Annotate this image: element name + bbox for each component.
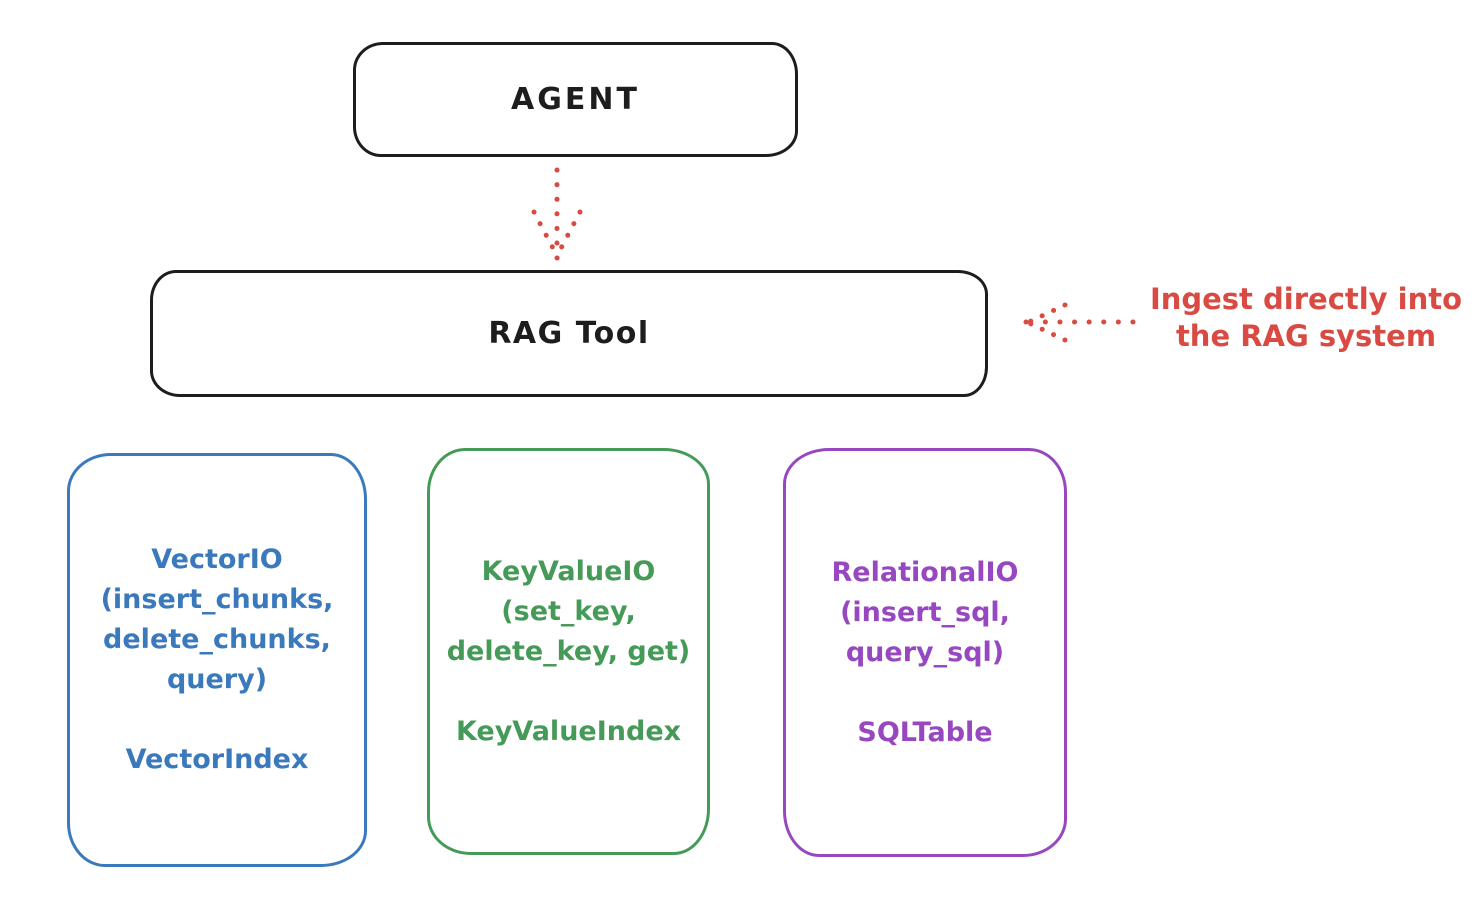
- vector-io-node: VectorIO (insert_chunks, delete_chunks, …: [67, 453, 367, 867]
- annotation-to-ragtool-arrow-icon: [1023, 302, 1136, 343]
- vector-io-methods-line: (insert_chunks,: [100, 584, 334, 615]
- key-value-io-node: KeyValueIO (set_key, delete_key, get) Ke…: [427, 448, 710, 855]
- key-value-io-title: KeyValueIO: [481, 555, 656, 587]
- rag-tool-node: RAG Tool: [150, 270, 988, 397]
- relational-io-title: RelationalIO: [831, 556, 1019, 588]
- vector-index-label: VectorIndex: [125, 744, 309, 775]
- vector-io-title: VectorIO: [151, 544, 283, 575]
- relational-io-node: RelationalIO (insert_sql, query_sql) SQL…: [783, 448, 1067, 857]
- sql-table-label: SQLTable: [857, 716, 993, 748]
- rag-tool-label: RAG Tool: [488, 316, 650, 351]
- relational-io-methods-line: (insert_sql,: [840, 596, 1010, 628]
- ingest-annotation: Ingest directly into the RAG system: [1138, 281, 1474, 355]
- agent-label: AGENT: [511, 82, 640, 117]
- agent-node: AGENT: [353, 42, 798, 157]
- ingest-annotation-line: the RAG system: [1175, 319, 1437, 353]
- vector-io-methods-line: query): [166, 664, 268, 695]
- key-value-io-methods-line: delete_key, get): [446, 635, 691, 667]
- agent-to-ragtool-arrow-icon: [531, 167, 583, 261]
- key-value-io-methods-line: (set_key,: [501, 595, 636, 627]
- ingest-annotation-line: Ingest directly into: [1149, 282, 1463, 316]
- key-value-index-label: KeyValueIndex: [455, 715, 682, 747]
- relational-io-methods-line: query_sql): [845, 636, 1005, 668]
- vector-io-methods-line: delete_chunks,: [103, 624, 331, 655]
